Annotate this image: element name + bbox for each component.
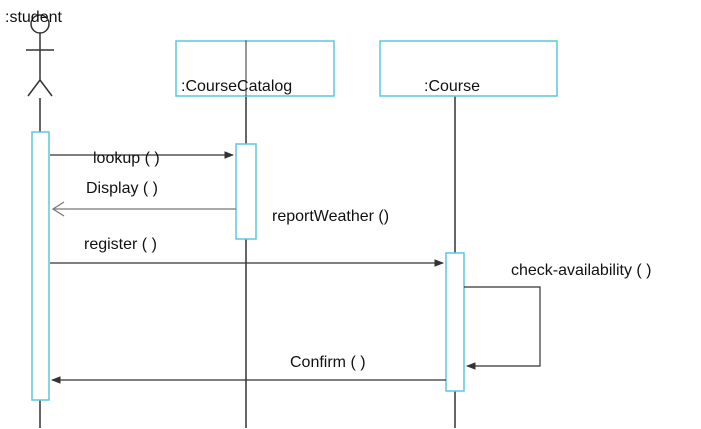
student-activation-bar [31, 131, 50, 401]
lookup-label: lookup ( ) [93, 150, 160, 167]
check-availability-self-arrow [464, 286, 541, 370]
student-actor-icon [26, 14, 54, 97]
student-label: :student [5, 9, 62, 26]
register-label: register ( ) [84, 236, 157, 253]
catalog-activation-bar [235, 143, 257, 240]
course-activation-bar [445, 252, 465, 392]
catalog-label: :CourseCatalog [181, 78, 293, 95]
catalog-participant-box [175, 40, 335, 97]
confirm-label: Confirm ( ) [290, 354, 366, 371]
display-label: Display ( ) [86, 180, 159, 197]
report-weather-label: reportWeather () [272, 208, 390, 225]
course-participant-box [379, 40, 558, 97]
course-label: :Course [424, 78, 481, 95]
display-return-arrow [51, 201, 236, 217]
check-availability-label: check-availability ( ) [511, 262, 652, 279]
